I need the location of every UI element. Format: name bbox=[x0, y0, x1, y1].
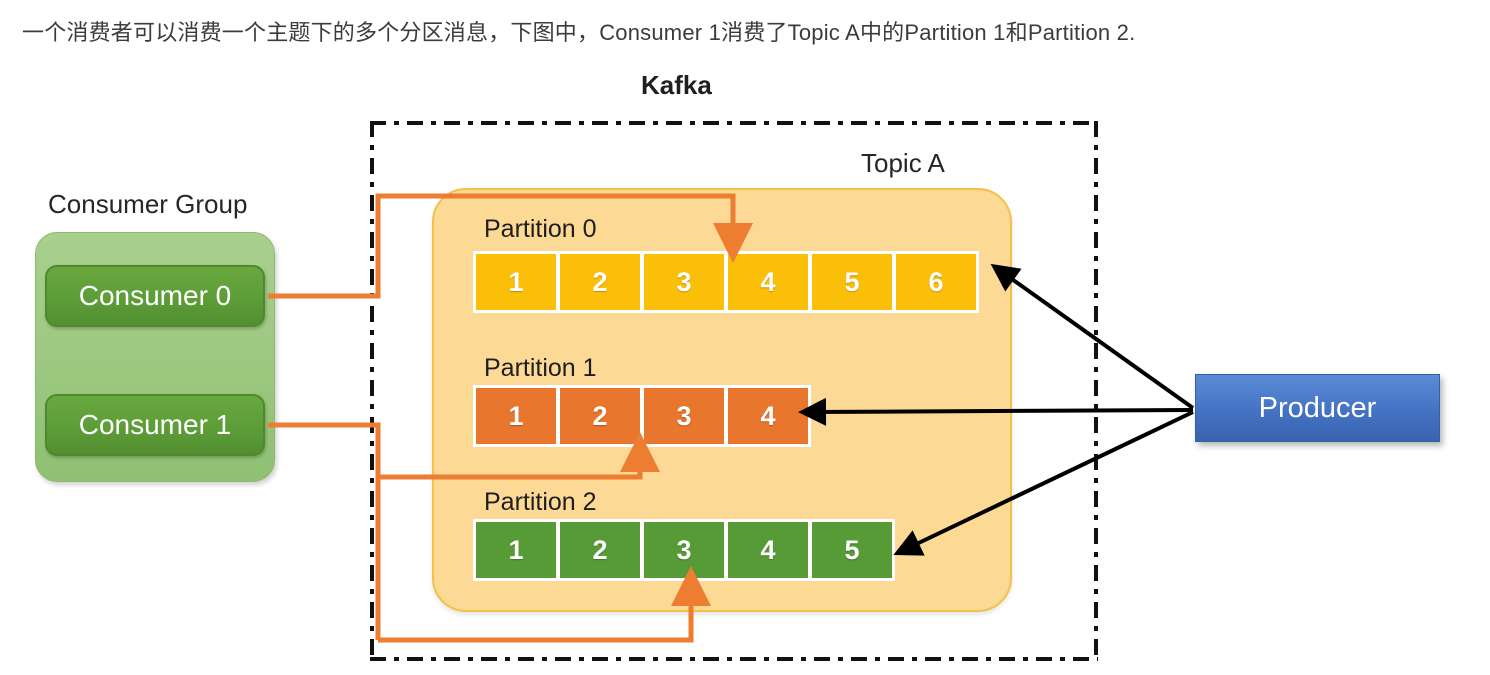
partition-1-cell: 3 bbox=[644, 388, 724, 444]
partition-2-cell: 2 bbox=[560, 522, 640, 578]
partition-0-cell: 4 bbox=[728, 254, 808, 310]
producer-box[interactable]: Producer bbox=[1195, 374, 1440, 442]
partition-2-strip: 1 2 3 4 5 bbox=[473, 519, 895, 581]
consumer-0-box[interactable]: Consumer 0 bbox=[45, 265, 265, 327]
consumer1-trunk-line bbox=[268, 422, 381, 640]
partition-1-strip: 1 2 3 4 bbox=[473, 385, 811, 447]
partition-2-cell: 4 bbox=[728, 522, 808, 578]
partition-1-label: Partition 1 bbox=[484, 354, 597, 382]
partition-2-label: Partition 2 bbox=[484, 488, 597, 516]
kafka-boundary-left bbox=[370, 121, 374, 661]
partition-0-cell: 5 bbox=[812, 254, 892, 310]
partition-0-cell: 1 bbox=[476, 254, 556, 310]
partition-0-label: Partition 0 bbox=[484, 215, 597, 243]
consumer-1-box[interactable]: Consumer 1 bbox=[45, 394, 265, 456]
partition-1-cell: 2 bbox=[560, 388, 640, 444]
kafka-boundary-right bbox=[1094, 121, 1098, 661]
partition-0-cell: 2 bbox=[560, 254, 640, 310]
topic-a-label: Topic A bbox=[861, 148, 945, 178]
kafka-title: Kafka bbox=[641, 70, 712, 100]
partition-2-cell: 3 bbox=[644, 522, 724, 578]
partition-2-cell: 5 bbox=[812, 522, 892, 578]
page-caption: 一个消费者可以消费一个主题下的多个分区消息，下图中，Consumer 1消费了T… bbox=[22, 20, 1136, 45]
consumer-group-label: Consumer Group bbox=[48, 189, 248, 219]
kafka-boundary-bottom bbox=[370, 657, 1098, 661]
partition-2-cell: 1 bbox=[476, 522, 556, 578]
partition-1-cell: 4 bbox=[728, 388, 808, 444]
kafka-boundary-top bbox=[370, 121, 1098, 125]
partition-0-cell: 3 bbox=[644, 254, 724, 310]
partition-1-cell: 1 bbox=[476, 388, 556, 444]
partition-0-strip: 1 2 3 4 5 6 bbox=[473, 251, 979, 313]
partition-0-cell: 6 bbox=[896, 254, 976, 310]
